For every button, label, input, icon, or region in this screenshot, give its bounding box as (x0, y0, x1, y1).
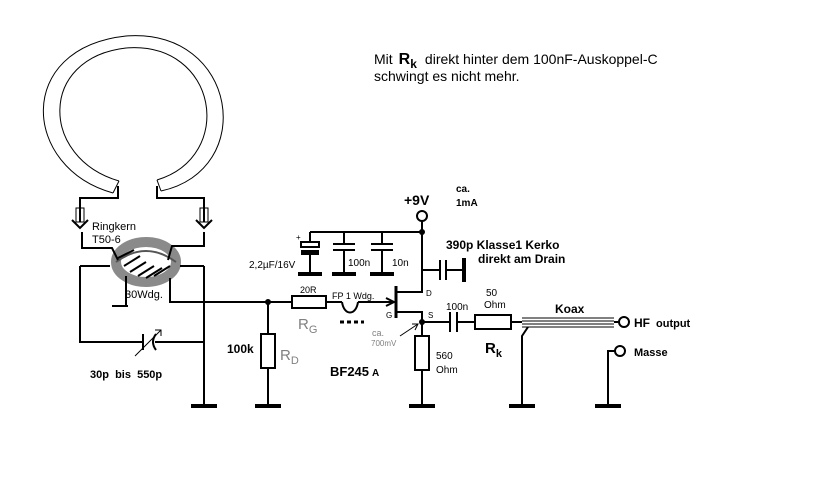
jfet-pin-g: G (386, 311, 392, 320)
c1-label: 100n (348, 258, 370, 269)
source-resistor-value-2: Ohm (436, 365, 458, 376)
supply-current-bottom: 1mA (456, 198, 478, 209)
c2-label: 10n (392, 258, 409, 269)
jfet-pin-d: D (426, 289, 432, 298)
supply-rail (298, 210, 466, 282)
jfet (385, 272, 423, 322)
source-resistor-value-1: 560 (436, 351, 453, 362)
output-path (399, 312, 630, 408)
supply-current-top: ca. (456, 184, 470, 195)
toroid-coil (79, 232, 217, 408)
elko-plus: + (296, 233, 301, 242)
source-voltage-1: ca. (372, 328, 384, 338)
jfet-pin-s: S (428, 311, 433, 320)
drain-cap-label-2: direkt am Drain (478, 252, 565, 266)
loop-antenna (42, 35, 224, 230)
note-symbol: R (399, 51, 411, 68)
gate-resistor-value: 20R (300, 285, 317, 295)
elko-label: 2,2µF/16V (249, 260, 296, 271)
note-prefix: Mit (374, 51, 393, 67)
series-resistor-value-2: Ohm (484, 300, 506, 311)
tuning-capacitor (134, 329, 162, 357)
series-resistor-value-1: 50 (486, 288, 498, 299)
note-line2: schwingt es nicht mehr. (374, 68, 520, 84)
coupling-cap-label: 100n (446, 302, 468, 313)
note-line1: Mit Rk direkt hinter dem 100nF-Auskoppel-C (374, 51, 658, 71)
coax-label: Koax (555, 302, 585, 316)
drain-cap-label-1: 390p Klasse1 Kerko (446, 238, 559, 252)
tuning-cap-label: 30p bis 550p (90, 369, 162, 381)
note-suffix: direkt hinter dem 100nF-Auskoppel-C (425, 51, 658, 67)
toroid-label-1: Ringkern (92, 221, 136, 233)
gate-leak-value: 100k (227, 342, 254, 356)
note-symbol-sub: k (410, 57, 417, 71)
gate-leak-symbol: RD (280, 347, 299, 367)
source-voltage-2: 700mV (371, 339, 397, 348)
ferrite-label: FP 1 Wdg. (332, 291, 374, 301)
supply-label: +9V (404, 192, 430, 208)
gate-path (204, 295, 394, 408)
toroid-turns: 30Wdg. (125, 289, 163, 301)
series-resistor-symbol: Rk (485, 340, 503, 360)
toroid-label-2: T50-6 (92, 234, 121, 246)
ground-label: Masse (634, 347, 668, 359)
gate-resistor-symbol: RG (298, 316, 317, 336)
